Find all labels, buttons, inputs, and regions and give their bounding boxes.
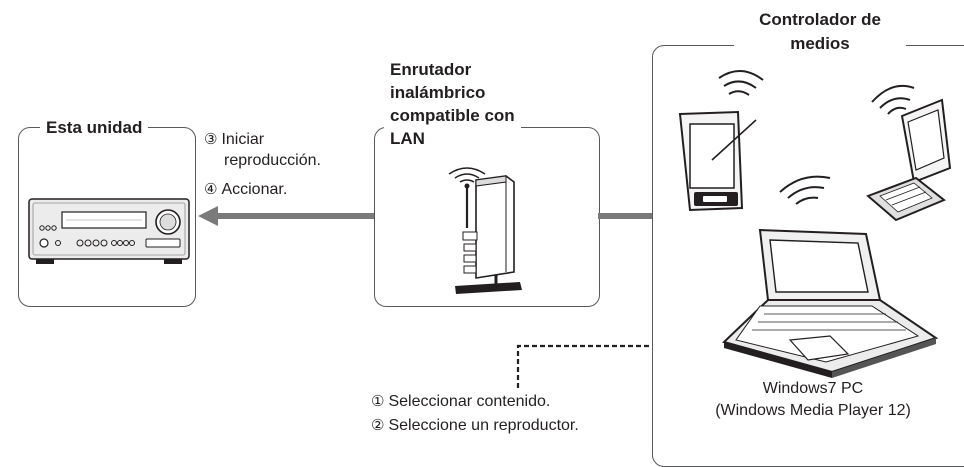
pc-caption-line-1: Windows7 PC: [762, 380, 864, 397]
step-1-text: Seleccionar contenido.: [388, 393, 551, 410]
controller-title-line: Controlador de: [759, 10, 881, 29]
av-receiver-icon: [28, 198, 190, 264]
controller-title: Controlador de medios: [734, 8, 906, 56]
arrow-head-icon: [198, 206, 218, 226]
router-title: Enrutador inalámbrico compatible con LAN: [384, 58, 521, 150]
diagram-graphics: [28, 70, 952, 388]
unit-title: Esta unidad: [40, 117, 149, 139]
router-title-line: Enrutador: [390, 60, 472, 79]
step-3-number: ③: [204, 130, 218, 148]
flip-phone-icon: [866, 84, 952, 222]
step-4-number: ④: [204, 180, 218, 198]
router-title-line: LAN: [390, 129, 425, 148]
step-3-text-line-2: reproducción.: [224, 152, 321, 169]
router-title-line: compatible con: [390, 106, 515, 125]
pc-caption: Windows7 PC (Windows Media Player 12): [663, 378, 963, 422]
step-2-number: ②: [371, 416, 385, 434]
wireless-router-icon: [448, 167, 522, 294]
step-2-text: Seleccione un reproductor.: [388, 417, 579, 434]
laptop-icon: [722, 175, 939, 378]
step-3-text-line-1: Iniciar: [221, 131, 265, 148]
step-4-text: Accionar.: [221, 181, 288, 198]
dashed-control-line: [516, 344, 652, 388]
step-1-number: ①: [371, 392, 385, 410]
smartphone-icon: [678, 70, 764, 212]
router-title-line: inalámbrico: [390, 83, 486, 102]
pc-caption-line-2: (Windows Media Player 12): [715, 402, 911, 419]
controller-title-line: medios: [790, 34, 850, 53]
